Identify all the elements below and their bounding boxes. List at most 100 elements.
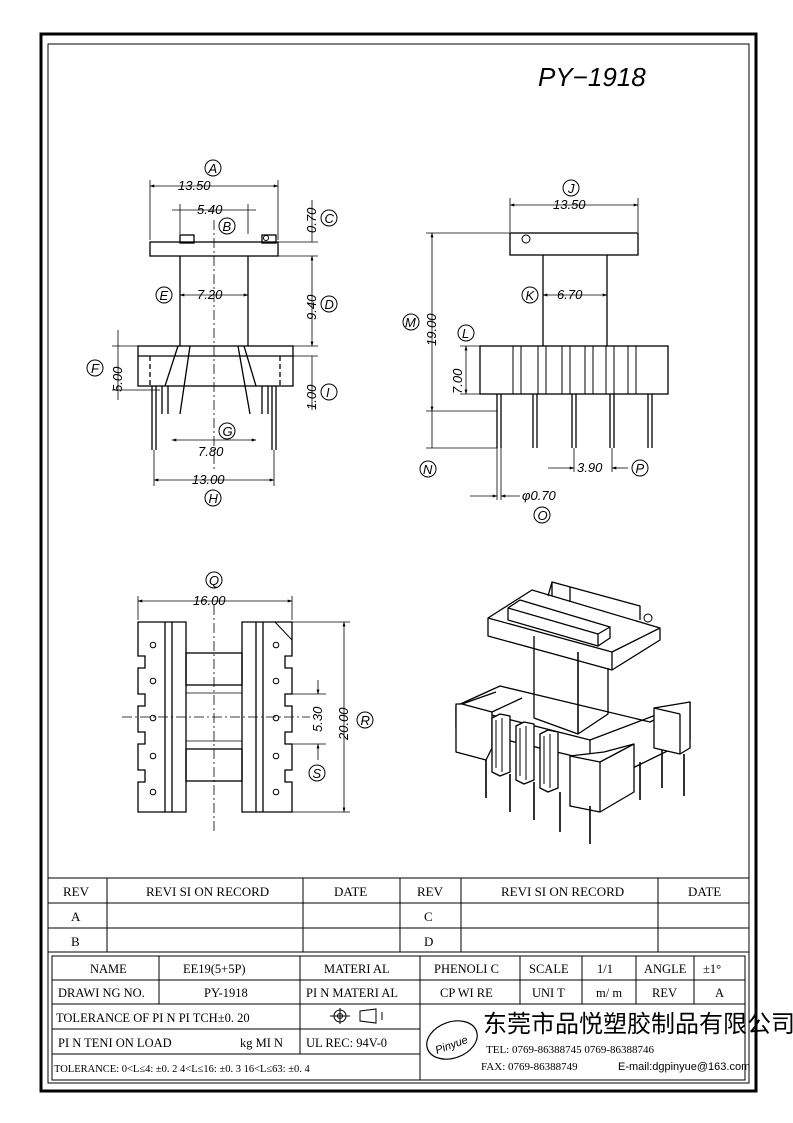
callout-r (356, 711, 374, 729)
inner-border (47, 43, 750, 1084)
company-name: 东莞市品悦塑胶制品有限公司 (483, 1011, 793, 1038)
dim-f-value: 5.00 (110, 366, 125, 392)
dim-b-value: 5.40 (197, 202, 223, 217)
title-block-text: NAME EE19(5+5P) MATERI AL PHENOLI C SCAL… (54, 962, 724, 1075)
callout-i (320, 383, 338, 401)
dim-h-value: 13.00 (192, 472, 225, 487)
callout-p (631, 459, 649, 477)
callout-o-label: O (538, 508, 548, 523)
rev-row-c: C (424, 909, 433, 924)
dim-k-value: 6.70 (557, 287, 583, 302)
callout-a-label: A (208, 161, 218, 176)
company-email: E-mail:dgpinyue@163.com (618, 1061, 750, 1073)
dim-i-value: 1.00 (304, 384, 319, 410)
rev-row-a: A (71, 909, 81, 924)
ul-rec: UL REC: 94V-0 (306, 1036, 387, 1050)
rev-value: A (715, 986, 724, 1000)
callout-q-label: Q (209, 573, 219, 588)
dim-p-value: 3.90 (577, 460, 603, 475)
callout-g-label: G (223, 424, 233, 439)
bottom-view-labels: Q 16.00 20.00 R 5.30 S (193, 571, 374, 782)
isometric-view (455, 581, 691, 844)
callout-i-label: I (326, 385, 330, 400)
pin-material-label: PI N MATERI AL (306, 986, 398, 1000)
dim-j-value: 13.50 (553, 197, 586, 212)
scale-value: 1/1 (597, 962, 613, 976)
callout-p-label: P (636, 461, 645, 476)
callout-f (86, 359, 104, 377)
callout-m (402, 313, 420, 331)
dim-a-value: 13.50 (178, 178, 211, 193)
material-label: MATERI AL (324, 962, 390, 976)
date-header-1: DATE (334, 884, 367, 899)
dim-d-value: 9.40 (304, 294, 319, 320)
callout-k (521, 286, 539, 304)
dim-l-value: 7.00 (450, 368, 465, 394)
rev-row-d: D (424, 934, 433, 949)
pin-tension-label: PI N TENI ON LOAD (58, 1036, 172, 1050)
pin-tension-unit: kg MI N (240, 1036, 283, 1050)
drawing-title: PY−1918 (538, 62, 646, 92)
front-view (112, 180, 318, 486)
revision-table (47, 877, 750, 953)
callout-h (204, 489, 222, 507)
callout-b-label: B (223, 219, 232, 234)
callout-n (419, 460, 437, 478)
bottom-view (122, 596, 350, 832)
name-label: NAME (90, 962, 127, 976)
side-view-labels: J 13.50 K 6.70 M 19.00 L 7.00 N φ0.70 O … (402, 179, 649, 524)
company-tel: TEL: 0769-86388745 0769-86388746 (486, 1044, 655, 1056)
pin-material-value: CP WI RE (440, 986, 493, 1000)
angle-label: ANGLE (644, 962, 687, 976)
callout-l-label: L (462, 326, 469, 341)
callout-s (308, 764, 326, 782)
rev-header-1: REV (63, 884, 90, 899)
unit-value: m/ m (596, 986, 622, 1000)
callout-b (218, 217, 236, 235)
rev-row-b: B (71, 934, 80, 949)
callout-q (205, 571, 223, 589)
callout-m-label: M (405, 315, 416, 330)
company-logo: Pinyue (426, 1020, 478, 1060)
callout-e (155, 286, 173, 304)
rev-label: REV (652, 986, 677, 1000)
unit-label: UNI T (532, 986, 565, 1000)
callout-c-label: C (325, 211, 335, 226)
material-value: PHENOLI C (434, 962, 499, 976)
callout-d (320, 295, 338, 313)
logo-text: Pinyue (434, 1034, 470, 1057)
outer-border (39, 32, 758, 1093)
revision-record-header-1: REVI SI ON RECORD (146, 884, 269, 899)
callout-f-label: F (91, 361, 100, 376)
drawing-no-label: DRAWI NG NO. (58, 986, 145, 1000)
dim-e-value: 7.20 (197, 287, 223, 302)
callout-e-label: E (160, 288, 169, 303)
callout-r-label: R (361, 713, 370, 728)
revision-record-header-2: REVI SI ON RECORD (501, 884, 624, 899)
tolerance-pitch: TOLERANCE OF PI N PI TCH±0. 20 (56, 1011, 250, 1025)
title-block (51, 955, 746, 1081)
company-fax: FAX: 0769-86388749 (481, 1061, 578, 1073)
callout-g (218, 422, 236, 440)
callout-d-label: D (325, 297, 334, 312)
callout-l (457, 324, 475, 342)
scale-label: SCALE (529, 962, 569, 976)
callout-n-label: N (423, 462, 433, 477)
callout-s-label: S (313, 766, 322, 781)
callout-j (562, 179, 580, 197)
side-view (426, 198, 669, 500)
callout-j-label: J (567, 181, 575, 196)
callout-h-label: H (209, 491, 219, 506)
callout-c (320, 209, 338, 227)
dim-o-value: φ0.70 (522, 488, 557, 503)
front-view-labels: A 13.50 5.40 B 7.20 E 0.70 C 9.40 D 1.00… (86, 159, 338, 507)
tolerance-general: TOLERANCE: 0<L≤4: ±0. 2 4<L≤16: ±0. 3 16… (54, 1064, 310, 1075)
revision-table-text: REV REVI SI ON RECORD DATE REV REVI SI O… (63, 884, 721, 949)
callout-a (204, 159, 222, 177)
callout-k-label: K (526, 288, 536, 303)
name-value: EE19(5+5P) (183, 962, 246, 976)
dim-g-value: 7.80 (198, 444, 224, 459)
dim-m-value: 19.00 (424, 313, 439, 346)
callout-o (533, 506, 551, 524)
